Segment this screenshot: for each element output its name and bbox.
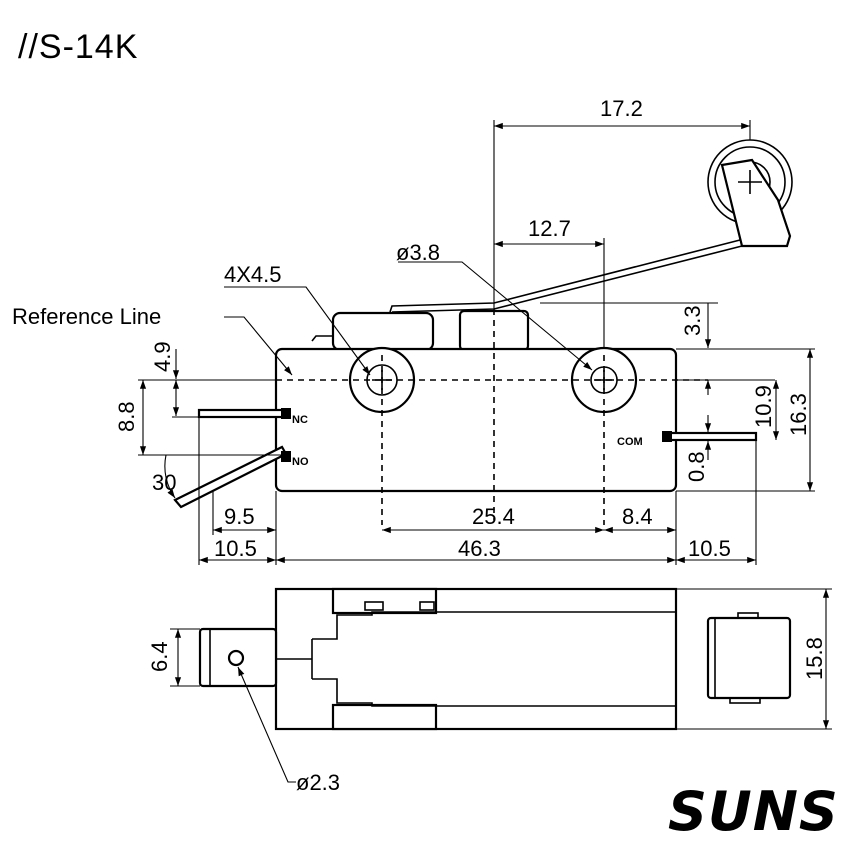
top-view-lower-boss: [331, 703, 438, 731]
nc-terminal: [197, 408, 285, 419]
right-extension-lines: [540, 302, 815, 492]
bottom-extension-lines: [198, 417, 757, 565]
com-terminal-root: [662, 431, 672, 442]
com-label: COM: [617, 436, 643, 448]
top-view-extension-lines: [170, 588, 832, 730]
label-pin-dia: ø2.3: [296, 770, 340, 795]
label-pivot-dia: ø3.8: [396, 240, 440, 265]
top-view-lever-upper: [312, 611, 676, 640]
lever-arm-upper: [389, 239, 741, 313]
top-view-roller-cap-top: [737, 612, 759, 619]
front-view: NC NO COM 17.2 12.7 ø3.8 4X: [12, 96, 815, 565]
no-terminal: [173, 445, 288, 509]
dim-nc-length: 9.5: [224, 504, 255, 529]
terminal-pin-hole: [227, 649, 245, 667]
label-reference-line: Reference Line: [12, 304, 161, 329]
dim-lever-reach: 17.2: [600, 96, 643, 121]
hole-crosses: [372, 370, 614, 390]
dim-hole-spacing: 25.4: [472, 504, 515, 529]
top-view-slot-a: [364, 601, 384, 611]
brand-logo: SUNS: [668, 780, 839, 843]
dim-body-length: 46.3: [458, 536, 501, 561]
com-terminal: [668, 431, 758, 442]
no-terminal-root: [281, 451, 291, 462]
roller-cross: [738, 170, 762, 194]
dim-terminal-spacing: 8.8: [114, 401, 139, 432]
top-view-slot-b: [419, 601, 435, 611]
lever-arm-lower: [391, 245, 743, 313]
dim-lever-height: 3.3: [680, 305, 705, 336]
roller-bracket: [720, 158, 792, 248]
leader-mounting-holes: [224, 286, 371, 376]
dim-hole-to-top: 4.9: [150, 341, 175, 372]
left-extension-lines: [138, 379, 282, 456]
dim-com-offset: 0.8: [684, 451, 709, 482]
model-title: //S-14K: [18, 28, 138, 66]
nc-label: NC: [292, 414, 308, 426]
nc-terminal-root: [281, 408, 291, 419]
top-view-upper-boss: [331, 587, 438, 615]
top-extension-lines: [493, 120, 751, 349]
top-view: 6.4 15.8 ø2.3: [147, 587, 832, 795]
dim-terminal-width: 6.4: [147, 641, 172, 672]
dim-left-terminal-length: 10.5: [214, 536, 257, 561]
left-tab: [311, 335, 333, 342]
leader-reference-line: [224, 316, 293, 376]
no-label: NO: [292, 456, 309, 468]
leader-pin-dia: [237, 666, 296, 783]
dim-body-height: 16.3: [786, 393, 811, 436]
leader-pivot-dia: [398, 261, 593, 371]
dim-pivot-offset: 12.7: [528, 216, 571, 241]
dim-hole-to-right: 8.4: [622, 504, 653, 529]
dim-arc-terminal-angle: [164, 454, 176, 499]
dim-roller-width: 15.8: [802, 637, 827, 680]
top-view-roller-cap-bottom: [729, 697, 761, 704]
top-view-lever-lower: [312, 678, 676, 707]
top-view-roller: [706, 616, 792, 700]
dim-terminal-angle: 30: [152, 470, 176, 495]
label-mounting-holes: 4X4.5: [224, 262, 282, 287]
dim-right-terminal-length: 10.5: [688, 536, 731, 561]
dim-hole-to-bottom: 10.9: [751, 385, 776, 428]
